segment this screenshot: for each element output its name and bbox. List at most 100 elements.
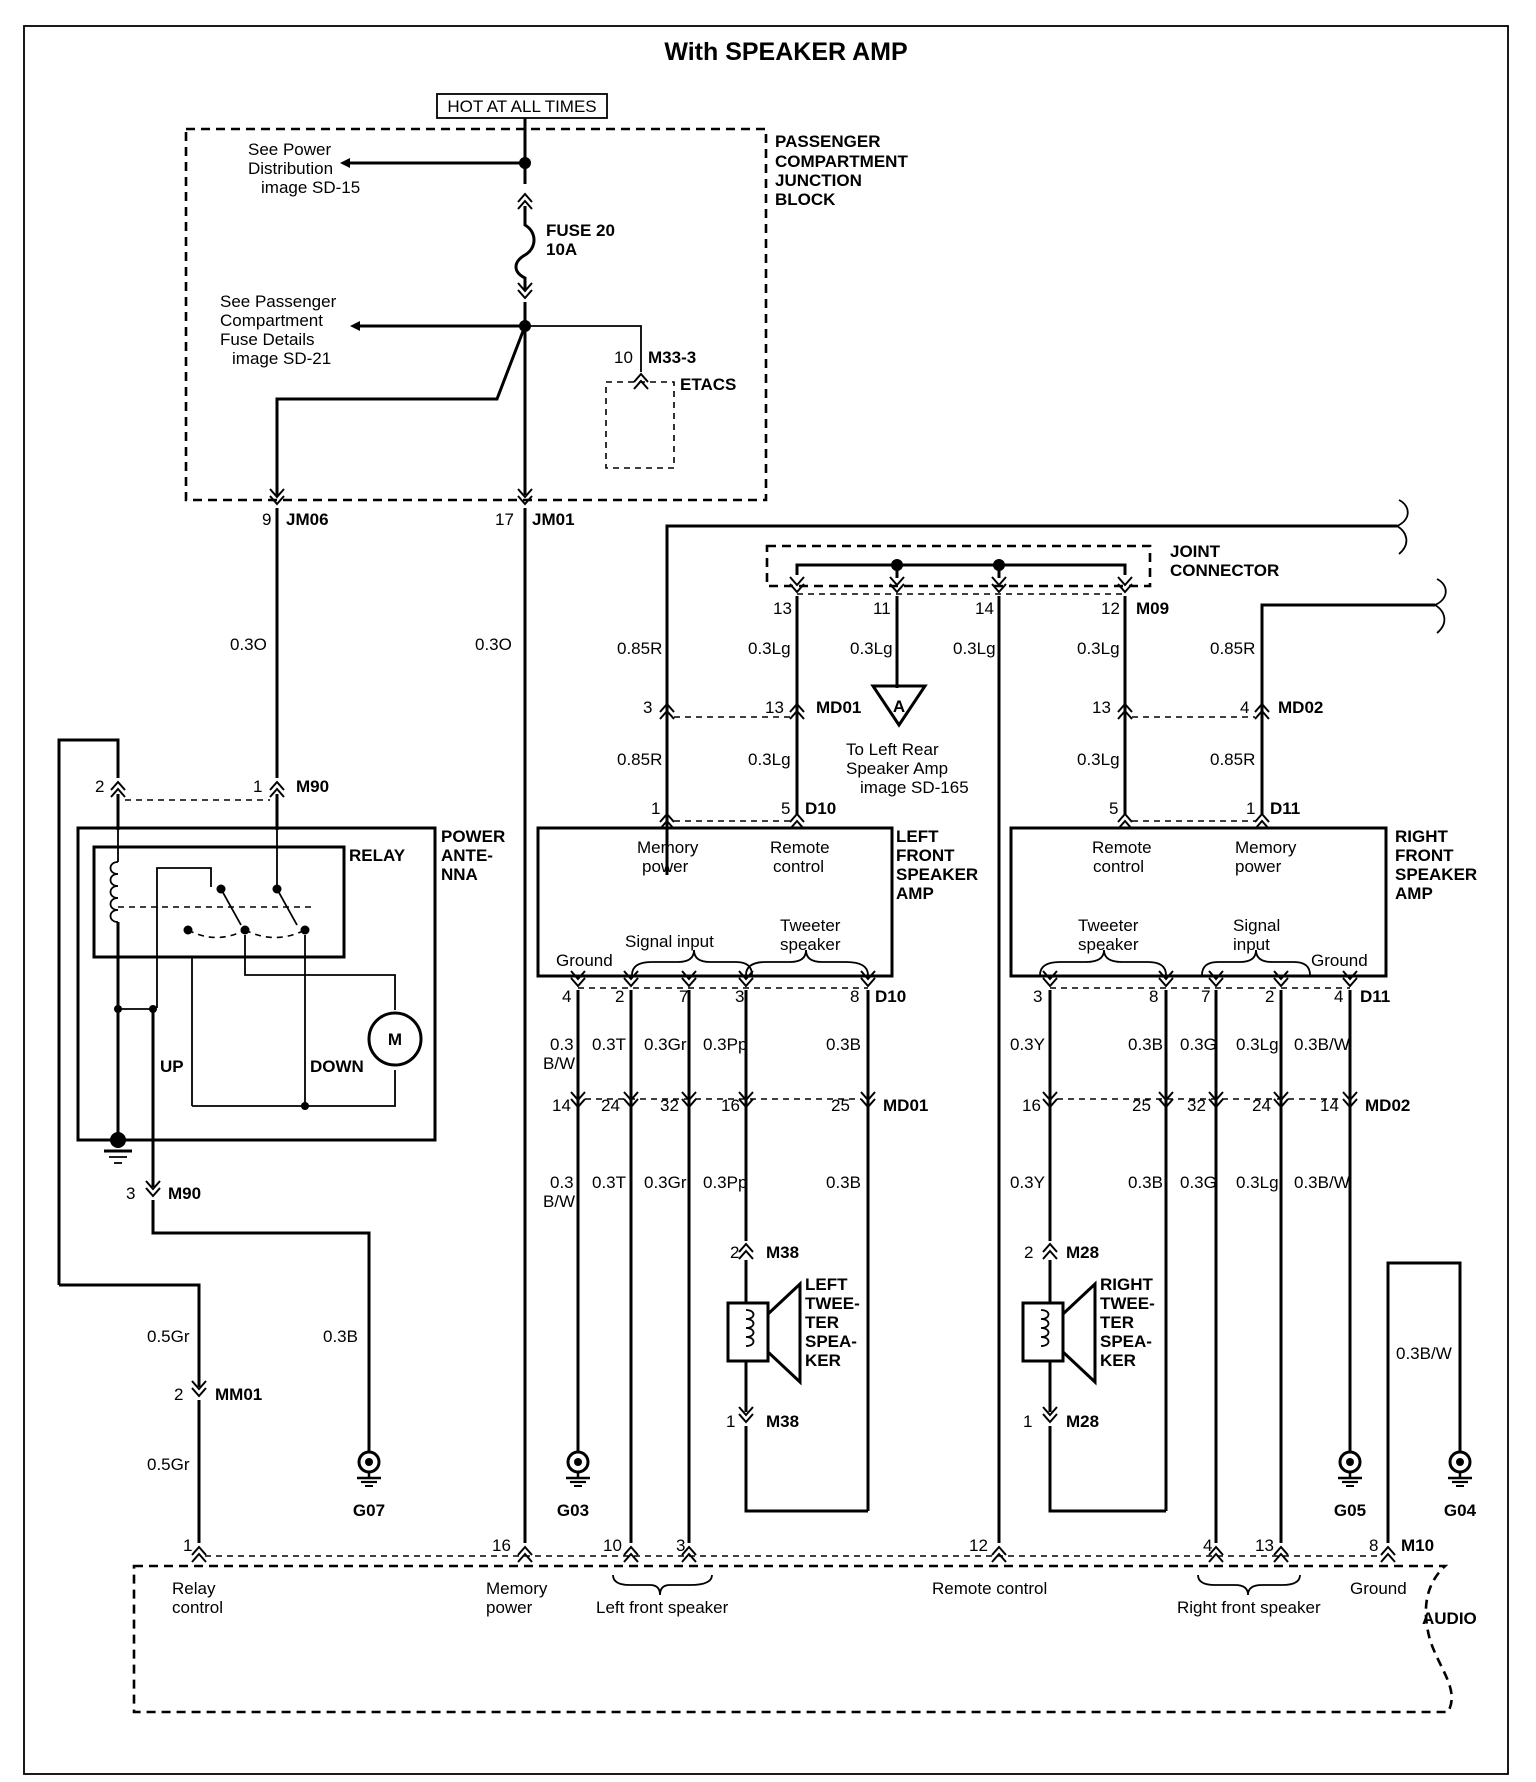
svg-text:B/W: B/W: [543, 1054, 575, 1073]
m28-bottom-connector: M28: [1066, 1412, 1099, 1431]
audio-label: AUDIO: [1422, 1609, 1477, 1628]
md01-upper-pin-3: 3: [643, 698, 652, 717]
m28-top-pin: 2: [1024, 1243, 1033, 1262]
joint-connector-box: [765, 544, 1152, 588]
see-power-reference: See Power Distribution image SD-15: [248, 140, 360, 197]
svg-text:TER: TER: [805, 1313, 839, 1332]
d10-bottom-pin: 8: [850, 987, 859, 1006]
right-wire-labels-upper: 0.3Y 0.3B 0.3G 0.3Lg 0.3B/W: [1010, 1035, 1350, 1054]
svg-text:LEFT: LEFT: [896, 827, 939, 846]
joint-pin-12: 12: [1101, 599, 1120, 618]
svg-text:0.3G: 0.3G: [1180, 1035, 1217, 1054]
md02-upper-connector: MD02: [1278, 698, 1323, 717]
left-tweeter-return: [744, 1426, 868, 1513]
left-amp-label: LEFT FRONT SPEAKER AMP: [896, 827, 978, 903]
svg-text:KER: KER: [1100, 1351, 1136, 1370]
svg-text:Compartment: Compartment: [220, 311, 323, 330]
svg-text:0.3Gr: 0.3Gr: [644, 1035, 687, 1054]
ground-g03: G03: [557, 1501, 589, 1520]
audio-relay-control-2: control: [172, 1598, 223, 1617]
right-amp-memory-power: Memory: [1235, 838, 1297, 857]
joint-pin-11: 11: [873, 599, 891, 618]
m90-top-connector: M90: [296, 777, 329, 796]
svg-text:NNA: NNA: [441, 865, 478, 884]
svg-text:RIGHT: RIGHT: [1100, 1275, 1154, 1294]
svg-text:PASSENGER: PASSENGER: [775, 132, 881, 151]
svg-text:0.3B/W: 0.3B/W: [1294, 1173, 1350, 1192]
d10-bottom-pin: 3: [735, 987, 744, 1006]
jm01-pin: 17: [495, 510, 514, 529]
svg-text:Fuse Details: Fuse Details: [220, 330, 314, 349]
motor-return-wire: [192, 1070, 396, 1107]
reference-a-symbol: A: [893, 697, 905, 716]
d11-top-pin-5: 5: [1109, 799, 1118, 818]
svg-text:COMPARTMENT: COMPARTMENT: [775, 152, 908, 171]
svg-text:TWEE-: TWEE-: [805, 1294, 860, 1313]
ground-g07: G07: [353, 1501, 385, 1520]
wire-label-audio-remote: 0.3Lg: [953, 639, 996, 658]
ground-g05: G05: [1334, 1501, 1366, 1520]
d11-bottom-pin: 7: [1201, 987, 1210, 1006]
mm01-upper-wire-label: 0.5Gr: [147, 1327, 190, 1346]
md02-lower-pin: 16: [1022, 1096, 1041, 1115]
m90-bottom-pin: 3: [126, 1184, 135, 1203]
joint-pin-13: 13: [773, 599, 792, 618]
m10-pin: 8: [1369, 1536, 1378, 1555]
right-amp-remote-control-2: control: [1093, 857, 1144, 876]
right-amp-memory-power-2: power: [1235, 857, 1282, 876]
right-amp-tweeter: Tweeter: [1078, 916, 1139, 935]
left-amp-memory-power: Memory: [637, 838, 699, 857]
right-signal-brace: [1201, 949, 1311, 976]
right-tweeter-cone: [1061, 1280, 1097, 1386]
md01-lower-connector: MD01: [883, 1096, 928, 1115]
right-tweeter-body: [1021, 1301, 1065, 1363]
g04-wire-label: 0.3B/W: [1396, 1344, 1452, 1363]
svg-text:SPEAKER: SPEAKER: [1395, 865, 1477, 884]
left-wire-labels-lower: 0.3 B/W 0.3T 0.3Gr 0.3Pp 0.3B: [543, 1173, 861, 1211]
svg-text:POWER: POWER: [441, 827, 505, 846]
left-amp-ground: Ground: [556, 951, 613, 970]
svg-text:JOINT: JOINT: [1170, 542, 1221, 561]
motor-label: M: [388, 1030, 402, 1049]
m10-pin: 4: [1203, 1536, 1212, 1555]
md02-upper-pin-13: 13: [1092, 698, 1111, 717]
m90-top-pin-right: 1: [253, 777, 262, 796]
left-amp-signal-input: Signal input: [625, 932, 714, 951]
d10-bottom-pin: 7: [679, 987, 688, 1006]
md02-lower-pin: 25: [1132, 1096, 1151, 1115]
relay-box: [92, 845, 346, 959]
wire-label-left-memory: 0.85R: [617, 639, 662, 658]
m10-connector-pins: [191, 1546, 1396, 1563]
svg-text:FRONT: FRONT: [896, 846, 955, 865]
md01-lower-pin: 16: [721, 1096, 740, 1115]
left-amp-remote-control-2: control: [773, 857, 824, 876]
left-wire-labels-upper: 0.3 B/W 0.3T 0.3Gr 0.3Pp 0.3B: [543, 1035, 861, 1073]
mm01-lower-wire-label: 0.5Gr: [147, 1455, 190, 1474]
svg-text:0.3Pp: 0.3Pp: [703, 1173, 747, 1192]
m10-pin: 1: [183, 1536, 192, 1555]
relay-control-lower-wire: [59, 1283, 201, 1387]
fuse-20-label: FUSE 20 10A: [546, 221, 615, 259]
right-wire-labels-lower: 0.3Y 0.3B 0.3G 0.3Lg 0.3B/W: [1010, 1173, 1350, 1192]
svg-text:See Passenger: See Passenger: [220, 292, 337, 311]
wire-continuation: [1434, 578, 1447, 634]
etacs-box: [605, 381, 675, 469]
svg-text:0.3B: 0.3B: [1128, 1173, 1163, 1192]
down-label: DOWN: [310, 1057, 364, 1076]
m28-top-connector: M28: [1066, 1243, 1099, 1262]
d11-top-connector: D11: [1270, 799, 1300, 818]
svg-text:RIGHT: RIGHT: [1395, 827, 1449, 846]
audio-ground-wire: [1386, 1261, 1462, 1543]
svg-text:JUNCTION: JUNCTION: [775, 171, 862, 190]
wire-label-left-remote-lower: 0.3Lg: [748, 750, 791, 769]
svg-text:image SD-15: image SD-15: [261, 178, 360, 197]
md01-lower-pin: 14: [552, 1096, 571, 1115]
md01-upper-pin-13: 13: [765, 698, 784, 717]
md01-lower-pin: 32: [660, 1096, 679, 1115]
svg-text:0.3Y: 0.3Y: [1010, 1173, 1045, 1192]
right-tweeter-coil: [1040, 1309, 1050, 1347]
svg-text:image SD-165: image SD-165: [860, 778, 969, 797]
signal-input-brace: [631, 949, 753, 976]
svg-text:10A: 10A: [546, 240, 577, 259]
wire-label-left-memory-lower: 0.85R: [617, 750, 662, 769]
